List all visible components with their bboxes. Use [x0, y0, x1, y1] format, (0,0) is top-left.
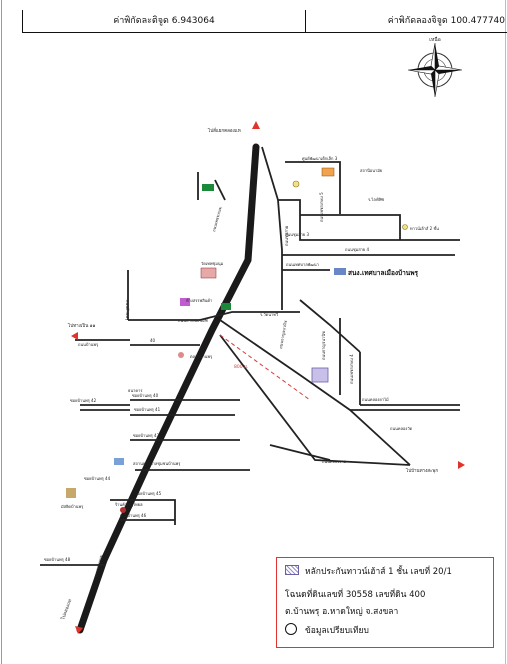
- arrow-left-label: ไปทางเปิน ๑๑: [67, 323, 96, 329]
- store-icon: [180, 298, 190, 306]
- school-2-label: ร.วัดนาทวี: [260, 312, 278, 317]
- soi-label: ซอยบ้านพรุ 44: [84, 476, 111, 482]
- temple-icon: [200, 267, 217, 279]
- police-icon: [292, 180, 300, 188]
- right-frame-line: [505, 0, 506, 664]
- soi-label: ซอยบ้านพรุ 42: [70, 398, 97, 404]
- municipal-office-label: สนง.เทศบาลเมืองบ้านพรุ: [348, 268, 419, 277]
- latitude-text: ค่าพิกัดละติจูด 6.943064: [22, 10, 306, 32]
- legend-deed-text: โฉนดที่ดินเลขที่ 30558 เลขที่ดิน 400: [285, 590, 426, 600]
- comparison-circle-icon: [285, 623, 297, 635]
- arrow-north-icon: [252, 121, 260, 129]
- distance-label: 800 ม.: [234, 364, 248, 370]
- phetkasem-5-label: ถนนเพชรเกษม 5: [319, 192, 324, 222]
- soi-40-label: 40: [150, 338, 156, 343]
- hospital-label: สถานพยาบาลชุมชนบ้านพรุ: [133, 461, 181, 467]
- soi-label: ซอยบ้านพรุ 48: [44, 557, 71, 563]
- legend-box: หลักประกันทาวน์เฮ้าส์ 1 ชั้น เลขที่ 20/1…: [276, 557, 494, 648]
- kanjanavanich-2-label: ถนนกาญจนวนิช: [278, 320, 288, 349]
- seven-eleven-icon-2: [221, 303, 231, 310]
- road-network: [40, 146, 460, 566]
- coordinate-header: ค่าพิกัดละติจูด 6.943064 ค่าพิกัดลองจิจู…: [22, 10, 507, 33]
- legend-property-text: หลักประกันทาวน์เฮ้าส์ 1 ชั้น เลขที่ 20/1: [305, 567, 452, 577]
- klong-wat-label: ถนนคลองวัด: [390, 426, 413, 431]
- pakpol-road-label: ถนนปากพลภัณฑ์: [178, 318, 208, 323]
- hospital-icon: [114, 458, 124, 465]
- kindergarten-icon: [321, 167, 335, 177]
- left-frame-line: [1, 0, 2, 664]
- compass-north-label: เหนือ: [429, 36, 440, 43]
- tesaban-road-label: ถนนเทศบาลพัฒนา: [286, 262, 319, 267]
- chumsai-road-label: ถนนชุมสาย: [284, 226, 290, 246]
- property-swatch-icon: [285, 565, 299, 575]
- pharmacy-icon: [178, 352, 184, 358]
- ban-phru-road-label: ถนนบ้านพรุ: [78, 342, 99, 348]
- mosque-icon: [66, 488, 76, 498]
- legend-comparison-text: ข้อมูลเปรียบเทียบ: [305, 626, 369, 636]
- soi-label: ซอยบ้านพรุ 43: [133, 433, 160, 439]
- arrow-west-icon: [71, 332, 78, 340]
- health-center-label: สถานีอนามัย: [360, 168, 382, 173]
- soi-label: ซอยบ้านพรุ 40: [132, 393, 159, 399]
- kanjanawanit-label: ถนนกาญจนวนิช: [321, 331, 326, 360]
- main-road-label: ถนนเพชรเกษม: [211, 206, 223, 233]
- klong-yai-label: ถนนคลองยาไม้: [362, 397, 389, 402]
- soi-label: ซอยบ้านพรุ 41: [134, 407, 161, 413]
- department-store-label: ห้างสรรพสินค้า: [186, 298, 212, 303]
- shop-label: ร้านค้าหญ่ไทยฮ: [115, 502, 143, 507]
- townhouse-label: ทาวน์เฮ้าส์ 2 ชั้น: [410, 224, 439, 231]
- arrow-top-label: ไปสี่แยกคลองแห: [207, 127, 241, 134]
- municipal-icon: [334, 268, 346, 275]
- mosque-label: มัสยิดบ้านพรุ: [61, 504, 84, 510]
- arrow-bottom-label: ไปคลองแห: [60, 598, 73, 621]
- shop-icon: [120, 507, 126, 513]
- main-road: [76, 143, 260, 634]
- temple-label: วัดเทพชุมนุม: [201, 261, 224, 267]
- compass-rose-icon: เหนือ: [407, 36, 463, 98]
- arrow-south-icon: [75, 626, 83, 634]
- khlong-ngai-label: ถนนคลองงาย: [322, 459, 346, 464]
- arrow-right-label: ไปบ้านทางสะพุก: [405, 468, 438, 474]
- route-to-property: [219, 334, 311, 401]
- arrow-east-icon: [458, 461, 465, 469]
- seven-eleven-icon: [202, 184, 214, 191]
- direction-arrows: [71, 121, 465, 634]
- main-road-south-label: ถนนเพชรเกษม: [92, 554, 104, 581]
- kindergarten-label: ศูนย์พัฒนาเด็กเล็ก 3: [302, 155, 338, 162]
- soi-label: ซอยบ้านพรุ 45: [135, 491, 162, 497]
- legend-location-text: ต.บ้านพรุ อ.หาดใหญ่ จ.สงขลา: [285, 607, 399, 617]
- longitude-text: ค่าพิกัดลองจิจูด 100.477740: [387, 16, 505, 26]
- chumsai-3-label: ถนนชุมสาย 3: [285, 232, 310, 238]
- phetkasem-4-label: ถนนเพชรเกษม 4: [349, 354, 354, 384]
- landmark-icons: [66, 167, 408, 513]
- market-label: ตลาดบ้านพรุ: [190, 354, 213, 360]
- chumsai-4-label: ถนนชุมสาย 4: [345, 247, 370, 253]
- bank-label: ธนาคาร: [128, 388, 143, 393]
- property-marker: [311, 367, 329, 383]
- ban-phru-road-2-label: ถนนบ้านพรุ: [124, 300, 130, 321]
- soi-label: ซอยบ้านพรุ 46: [120, 513, 147, 519]
- health-icon: [402, 224, 408, 230]
- school-label: ร.ไลฟ์ฟิซ: [368, 197, 385, 202]
